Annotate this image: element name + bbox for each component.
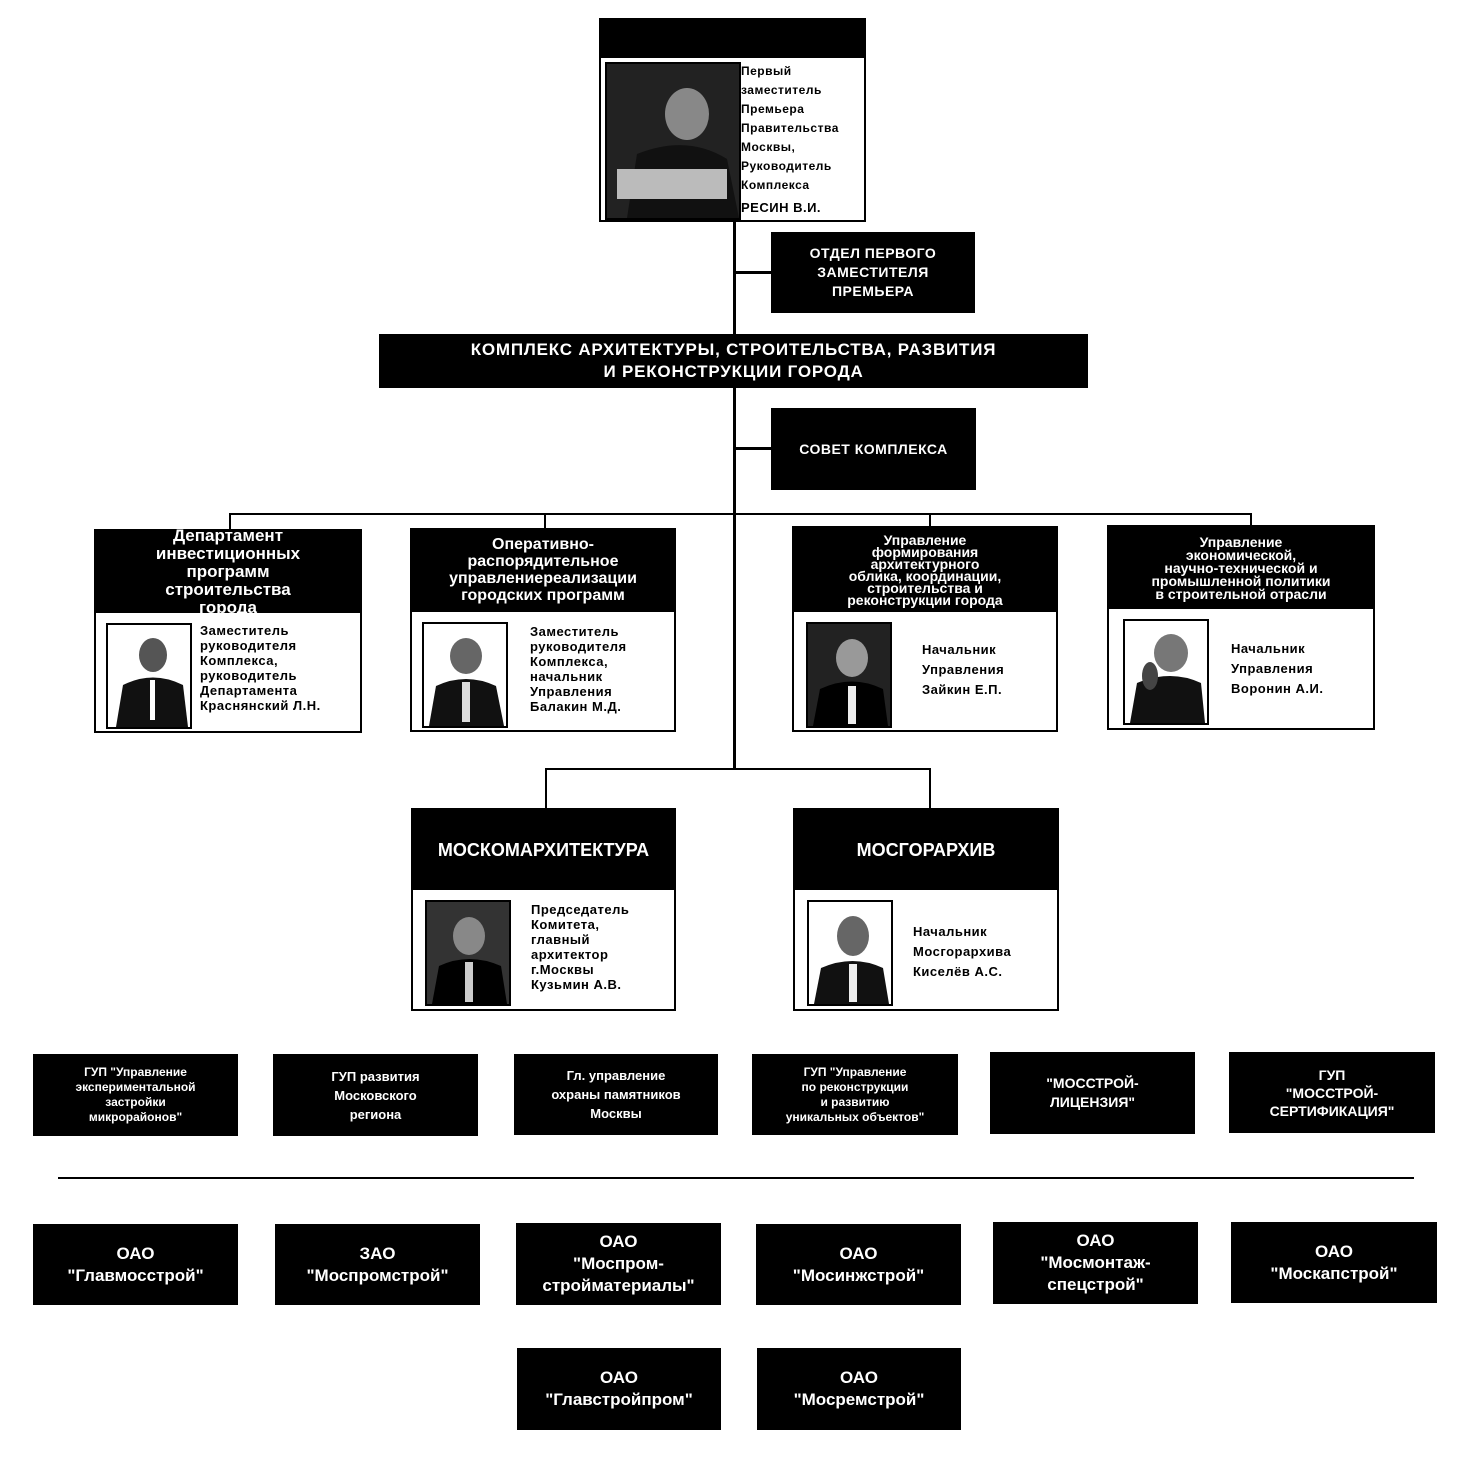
committee-card: МОСКОМАРХИТЕКТУРА Председатель Комитета,… [411,808,676,1011]
company-box: ЗАО "Моспромстрой" [275,1224,480,1305]
department-card: Управление формирования архитектурного о… [792,526,1058,732]
department-caption: Начальник Управления Воронин А.И. [1231,641,1324,696]
enterprise-box: ГУП "Управление по реконструкции и разви… [752,1054,958,1135]
department-caption: Заместитель руководителя Комплекса, нача… [530,624,627,714]
department-title: Департамент инвестиционных программ стро… [96,527,360,616]
portrait-photo [1123,619,1209,725]
connector-line [545,768,547,810]
council-box: СОВЕТ КОМПЛЕКСА [771,408,976,490]
top-leader-card: Первый заместитель Премьера Правительств… [599,18,866,222]
department-title: Оперативно- распорядительное управлениер… [412,530,674,612]
portrait-photo [422,622,508,728]
portrait-photo [605,62,741,220]
department-caption: Заместитель руководителя Комплекса, руко… [200,623,321,713]
enterprise-box: ГУП "МОССТРОЙ- СЕРТИФИКАЦИЯ" [1229,1052,1435,1133]
connector-line [545,768,931,770]
enterprise-box: ГУП развития Московского региона [273,1054,478,1136]
enterprise-box: Гл. управление охраны памятников Москвы [514,1054,718,1135]
committee-caption: Председатель Комитета, главный архитекто… [531,902,630,992]
department-card: Департамент инвестиционных программ стро… [94,527,362,733]
connector-line [1250,513,1252,530]
department-title: Управление экономической, научно-техниче… [1109,527,1373,609]
committee-title: МОСГОРАРХИВ [795,810,1057,890]
connector-line [735,271,772,274]
connector-line [229,513,231,530]
connector-line [735,447,772,450]
enterprise-box: ГУП "Управление экспериментальной застро… [33,1054,238,1136]
company-box: ОАО "Мосмонтаж- спецстрой" [993,1222,1198,1304]
company-box: ОАО "Мосремстрой" [757,1348,961,1430]
department-caption: Начальник Управления Зайкин Е.П. [922,642,1005,697]
top-leader-caption: Первый заместитель Премьера Правительств… [741,64,839,192]
portrait-photo [106,623,192,729]
committee-title: МОСКОМАРХИТЕКТУРА [413,810,674,890]
connector-line [229,513,1252,515]
company-box: ОАО "Главстройпром" [517,1348,721,1430]
connector-line [929,768,931,810]
complex-title-box: КОМПЛЕКС АРХИТЕКТУРЫ, СТРОИТЕЛЬСТВА, РАЗ… [379,334,1088,388]
enterprise-box: "МОССТРОЙ- ЛИЦЕНЗИЯ" [990,1052,1195,1134]
department-card: Оперативно- распорядительное управлениер… [410,528,676,732]
first-deputy-department-box: ОТДЕЛ ПЕРВОГО ЗАМЕСТИТЕЛЯ ПРЕМЬЕРА [771,232,975,313]
committee-caption: Начальник Мосгорархива Киселёв А.С. [913,924,1012,979]
company-box: ОАО "Мосинжстрой" [756,1224,961,1305]
portrait-photo [425,900,511,1006]
top-leader-header-bar [601,20,864,58]
department-title: Управление формирования архитектурного о… [794,528,1056,612]
connector-line [544,513,546,530]
company-box: ОАО "Моспром- стройматериалы" [516,1223,721,1305]
connector-line [929,513,931,530]
company-box: ОАО "Главмосстрой" [33,1224,238,1305]
separator-line [58,1177,1414,1179]
department-card: Управление экономической, научно-техниче… [1107,525,1375,730]
portrait-photo [807,900,893,1006]
committee-card: МОСГОРАРХИВ Начальник Мосгорархива Кисел… [793,808,1059,1011]
connector-line [733,220,736,770]
company-box: ОАО "Москапстрой" [1231,1222,1437,1303]
portrait-photo [806,622,892,728]
top-leader-name: РЕСИН В.И. [741,200,822,215]
